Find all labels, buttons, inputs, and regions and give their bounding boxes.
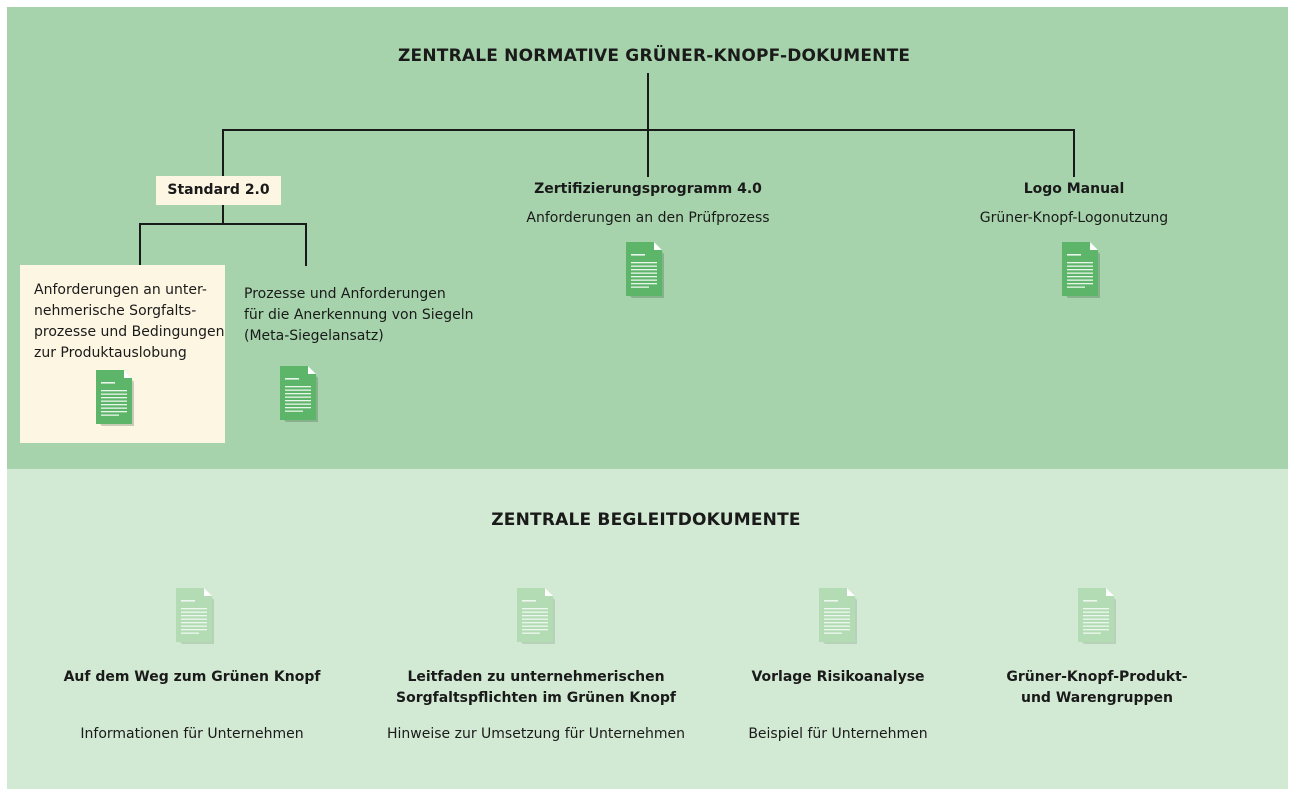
document-icon [1078,588,1116,644]
accompanying-title: ZENTRALE BEGLEITDOKUMENTE [491,510,801,530]
document-icon [626,242,664,298]
begleit-item-1-title: Auf dem Weg zum Grünen Knopf [63,669,321,685]
connector-requirements [139,223,141,266]
begleit-item-3-title: Vorlage Risikoanalyse [751,669,925,685]
begleit-item-2-subtitle: Hinweise zur Umsetzung für Unternehmen [387,726,685,742]
document-icon [176,588,214,644]
connector-standard-horizontal [139,223,307,225]
begleit-item-1-subtitle: Informationen für Unternehmen [80,726,304,742]
document-icon [96,370,134,426]
document-icon [280,366,318,422]
standard-label: Standard 2.0 [167,182,270,198]
connector-standard [222,129,224,177]
connector-logo-manual [1073,129,1075,177]
zertifizierung-subtitle: Anforderungen an den Prüfprozess [526,210,770,226]
zertifizierung-title: Zertifizierungsprogramm 4.0 [534,181,762,197]
requirements-text: Anforderungen an unter- nehmerische Sorg… [34,282,225,361]
begleit-item-4-title: Grüner-Knopf-Produkt- und Warengruppen [1006,669,1188,706]
document-icon [1062,242,1100,298]
logo-manual-subtitle: Grüner-Knopf-Logonutzung [979,210,1169,226]
connector-trunk [647,73,649,130]
logo-manual-title: Logo Manual [1023,181,1125,197]
document-icon [517,588,555,644]
document-icon [819,588,857,644]
connector-zertifizierung [647,129,649,177]
normative-title: ZENTRALE NORMATIVE GRÜNER-KNOPF-DOKUMENT… [398,46,911,66]
connector-standard-down [222,205,224,225]
begleit-item-3-subtitle: Beispiel für Unternehmen [748,726,928,742]
begleit-item-2-title: Leitfaden zu unternehmerischen Sorgfalts… [396,669,676,706]
processes-text: Prozesse und Anforderungen für die Anerk… [244,286,474,344]
standard-node: Standard 2.0 [156,176,281,205]
accompanying-documents-panel [7,469,1288,789]
connector-processes [305,223,307,266]
